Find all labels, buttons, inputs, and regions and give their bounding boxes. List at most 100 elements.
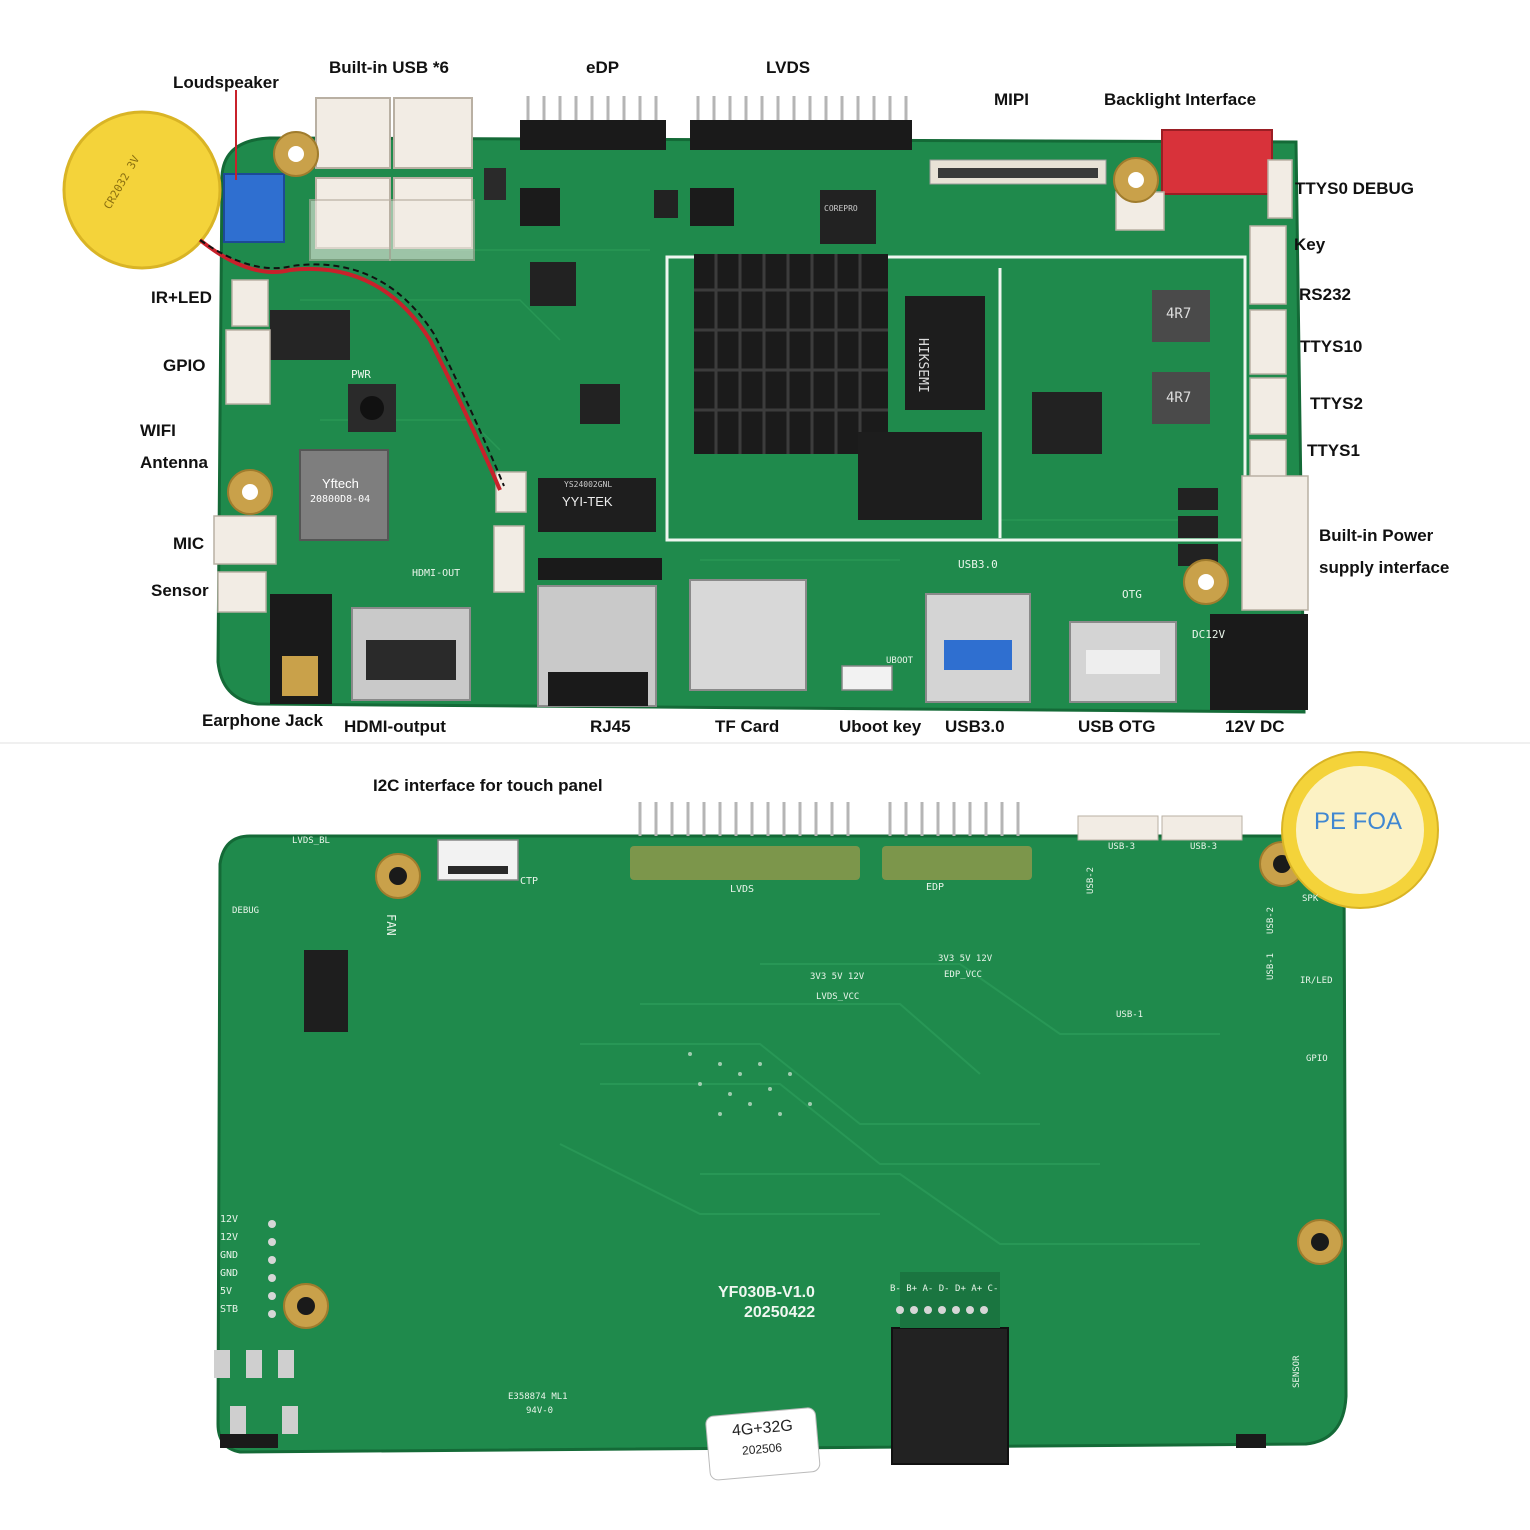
silk-vcc-a: 3V3 5V 12V [810,972,865,982]
silk-board-date: 20250422 [744,1304,816,1321]
label-rs232: RS232 [1299,285,1351,304]
label-ttys2: TTYS2 [1310,394,1363,413]
label-ttys0-debug: TTYS0 DEBUG [1295,179,1415,198]
power-pin-label: 12V [220,1214,239,1225]
silk-uboot: UBOOT [886,656,914,666]
label-builtin-power-1: Built-in Power [1319,526,1434,545]
silk-lvds-vcc: LVDS_VCC [816,992,860,1002]
label-wifi-1: WIFI [140,421,176,440]
silk-usb1-b: USB-1 [1266,952,1276,980]
label-gpio: GPIO [163,356,206,375]
silk-marking-2: 94V-0 [526,1406,554,1416]
label-usb-otg: USB OTG [1078,717,1156,736]
heatsink [694,254,888,454]
silk-marking-1: E358874 ML1 [508,1392,568,1402]
power-pin-label: 5V [220,1286,233,1297]
silk-lvds-bl: LVDS_BL [292,836,330,846]
silk-rs-pins: B- B+ A- D- D+ A+ C- [890,1284,999,1294]
label-builtin-power-2: supply interface [1319,558,1450,577]
silk-usb30: USB3.0 [958,558,998,571]
label-lvds: LVDS [766,58,811,77]
tf-card-slot [689,579,807,691]
label-mic: MIC [173,534,205,553]
power-pin-label: GND [220,1250,239,1261]
label-backlight: Backlight Interface [1104,90,1257,109]
silk-edp: EDP [926,882,945,893]
label-ttys10: TTYS10 [1300,337,1363,356]
power-pin-labels: 12V 12V GND GND 5V STB [220,1214,260,1322]
silk-yftech: Yftech [322,476,359,491]
silk-dc12v: DC12V [1192,628,1226,641]
label-12v-dc: 12V DC [1225,717,1285,736]
label-uboot-key: Uboot key [839,717,922,736]
dc12v-jack [1210,614,1308,710]
top-board-photo [62,90,1309,714]
label-rj45: RJ45 [590,717,631,736]
label-ttys1: TTYS1 [1307,441,1360,460]
loudspeaker-connector [223,173,285,243]
builtin-usb-1 [315,97,391,169]
silk-inductor-2: 4R7 [1166,390,1192,406]
label-usb30: USB3.0 [945,717,1005,736]
silk-ctp: CTP [520,876,539,887]
power-pin-label: 12V [220,1232,239,1243]
label-mipi: MIPI [994,90,1029,109]
silk-usb2-a: USB-2 [1086,866,1096,894]
silk-lvds: LVDS [730,884,755,895]
top-board: PWR Yftech 20800D8-04 HDMI-OUT YYI-TEK Y… [0,0,1530,742]
builtin-usb-6 [389,199,475,261]
silk-yftech-model: 20800D8-04 [310,494,371,505]
label-i2c: I2C interface for touch panel [373,776,603,795]
wifi-module [299,449,389,541]
silk-yyitek-model: YS24002GNL [564,480,613,489]
section-divider [0,742,1530,744]
label-key: Key [1294,235,1326,254]
silk-otg: OTG [1122,588,1142,601]
label-earphone: Earphone Jack [202,711,323,730]
edp-header [520,120,666,150]
label-loudspeaker: Loudspeaker [173,73,279,92]
emmc-chip [858,432,982,520]
label-hdmi: HDMI-output [344,717,446,736]
power-pin-label: GND [220,1268,239,1279]
label-wifi-2: Antenna [140,453,208,472]
silk-gpio: GPIO [1306,1054,1328,1064]
silk-fan: FAN [384,914,398,936]
rtc-battery [62,110,222,270]
label-builtin-usb: Built-in USB *6 [329,58,449,77]
silk-usb2-b: USB-2 [1266,906,1276,934]
silk-vcc-b: 3V3 5V 12V [938,954,993,964]
memory-chip [905,296,985,410]
bottom-board: I2C interface for touch panel LVDS_BL DE… [0,744,1530,1530]
silk-inductor-1: 4R7 [1166,306,1192,322]
rj45-bottom [891,1327,1009,1465]
label-edp: eDP [586,58,620,77]
builtin-usb-5 [309,199,391,261]
silk-hdmi-out: HDMI-OUT [412,568,461,579]
label-ir-led: IR+LED [151,288,212,307]
label-sensor: Sensor [151,581,209,600]
memory-sticker [705,1407,821,1481]
silk-corepro: COREPRO [824,204,858,213]
backlight-connector [1161,129,1273,195]
silk-hiksemi: HIKSEMI [915,338,930,393]
builtin-usb-2 [393,97,473,169]
silk-debug: DEBUG [232,906,260,916]
builtin-power-connector [1241,475,1309,611]
bottom-board-photo [214,751,1439,1481]
silk-usb1-a: USB-1 [1116,1010,1144,1020]
silk-usb3-a: USB-3 [1108,842,1136,852]
silk-pwr: PWR [351,368,371,381]
silk-spk: SPK [1302,894,1319,904]
power-pin-label: STB [220,1304,239,1315]
cpu-region-outline [665,255,1247,542]
silk-ir-led: IR/LED [1300,976,1333,986]
silk-usb3-b: USB-3 [1190,842,1218,852]
silk-edp-vcc: EDP_VCC [944,970,982,980]
silk-sensor: SENSOR [1292,1355,1302,1388]
silk-board-id: YF030B-V1.0 [718,1284,815,1301]
label-tf-card: TF Card [715,717,780,736]
uboot-key [841,665,893,691]
lvds-header [690,120,912,150]
pe-foam-text: PE FOA [1314,808,1403,835]
